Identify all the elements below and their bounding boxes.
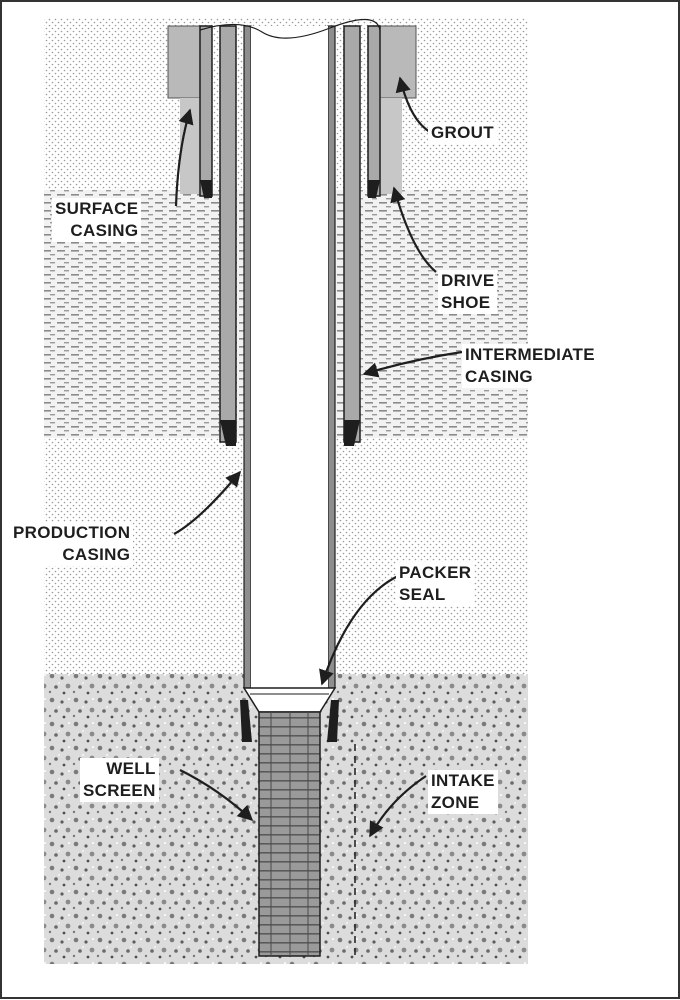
- surface-casing: [199, 25, 381, 197]
- label-packer-seal: PACKER SEAL: [396, 562, 475, 606]
- surface-casing-arrow: [174, 108, 194, 207]
- label-drive-shoe: DRIVE SHOE: [438, 270, 498, 314]
- grout-fill: [167, 25, 417, 194]
- well-screen-arrow: [179, 769, 254, 822]
- drive-shoe-arrow: [390, 186, 437, 273]
- label-grout: GROUT: [428, 122, 497, 144]
- packer-seal-shape: [240, 687, 339, 742]
- label-drive-shoe-line2: SHOE: [441, 293, 491, 312]
- intake-zone-arrow: [369, 775, 427, 838]
- label-intermediate-casing-line1: INTERMEDIATE: [465, 345, 595, 364]
- label-surface-casing-line2: CASING: [70, 221, 139, 240]
- label-intake-zone: INTAKE ZONE: [428, 770, 498, 814]
- label-intake-zone-line1: INTAKE: [431, 771, 495, 790]
- label-well-screen-line2: SCREEN: [83, 781, 156, 800]
- drive-shoe-marks: [200, 180, 380, 446]
- label-production-casing: PRODUCTION CASING: [10, 522, 134, 566]
- label-production-casing-line2: CASING: [62, 545, 131, 564]
- label-intermediate-casing-line2: CASING: [465, 367, 533, 386]
- label-drive-shoe-line1: DRIVE: [441, 271, 495, 290]
- leader-arrows: [173, 76, 463, 838]
- pipe-break-line: [199, 18, 381, 39]
- label-packer-seal-line2: SEAL: [399, 585, 446, 604]
- intermediate-casing: [219, 25, 361, 443]
- label-surface-casing: SURFACE CASING: [52, 198, 142, 242]
- well-screen-pipe: [258, 711, 321, 957]
- label-intermediate-casing: INTERMEDIATE CASING: [462, 344, 598, 388]
- label-well-screen-line1: WELL: [106, 759, 156, 778]
- label-intake-zone-line2: ZONE: [431, 793, 480, 812]
- label-production-casing-line1: PRODUCTION: [13, 523, 131, 542]
- label-surface-casing-line1: SURFACE: [55, 199, 139, 218]
- production-casing-arrow: [173, 470, 241, 535]
- label-grout-text: GROUT: [431, 123, 494, 142]
- well-bore: [251, 26, 328, 688]
- label-well-screen: WELL SCREEN: [80, 758, 159, 802]
- label-packer-seal-line1: PACKER: [399, 563, 472, 582]
- intermediate-casing-arrow: [362, 350, 463, 378]
- packer-seal-arrow: [319, 575, 399, 686]
- grout-arrow: [395, 76, 431, 133]
